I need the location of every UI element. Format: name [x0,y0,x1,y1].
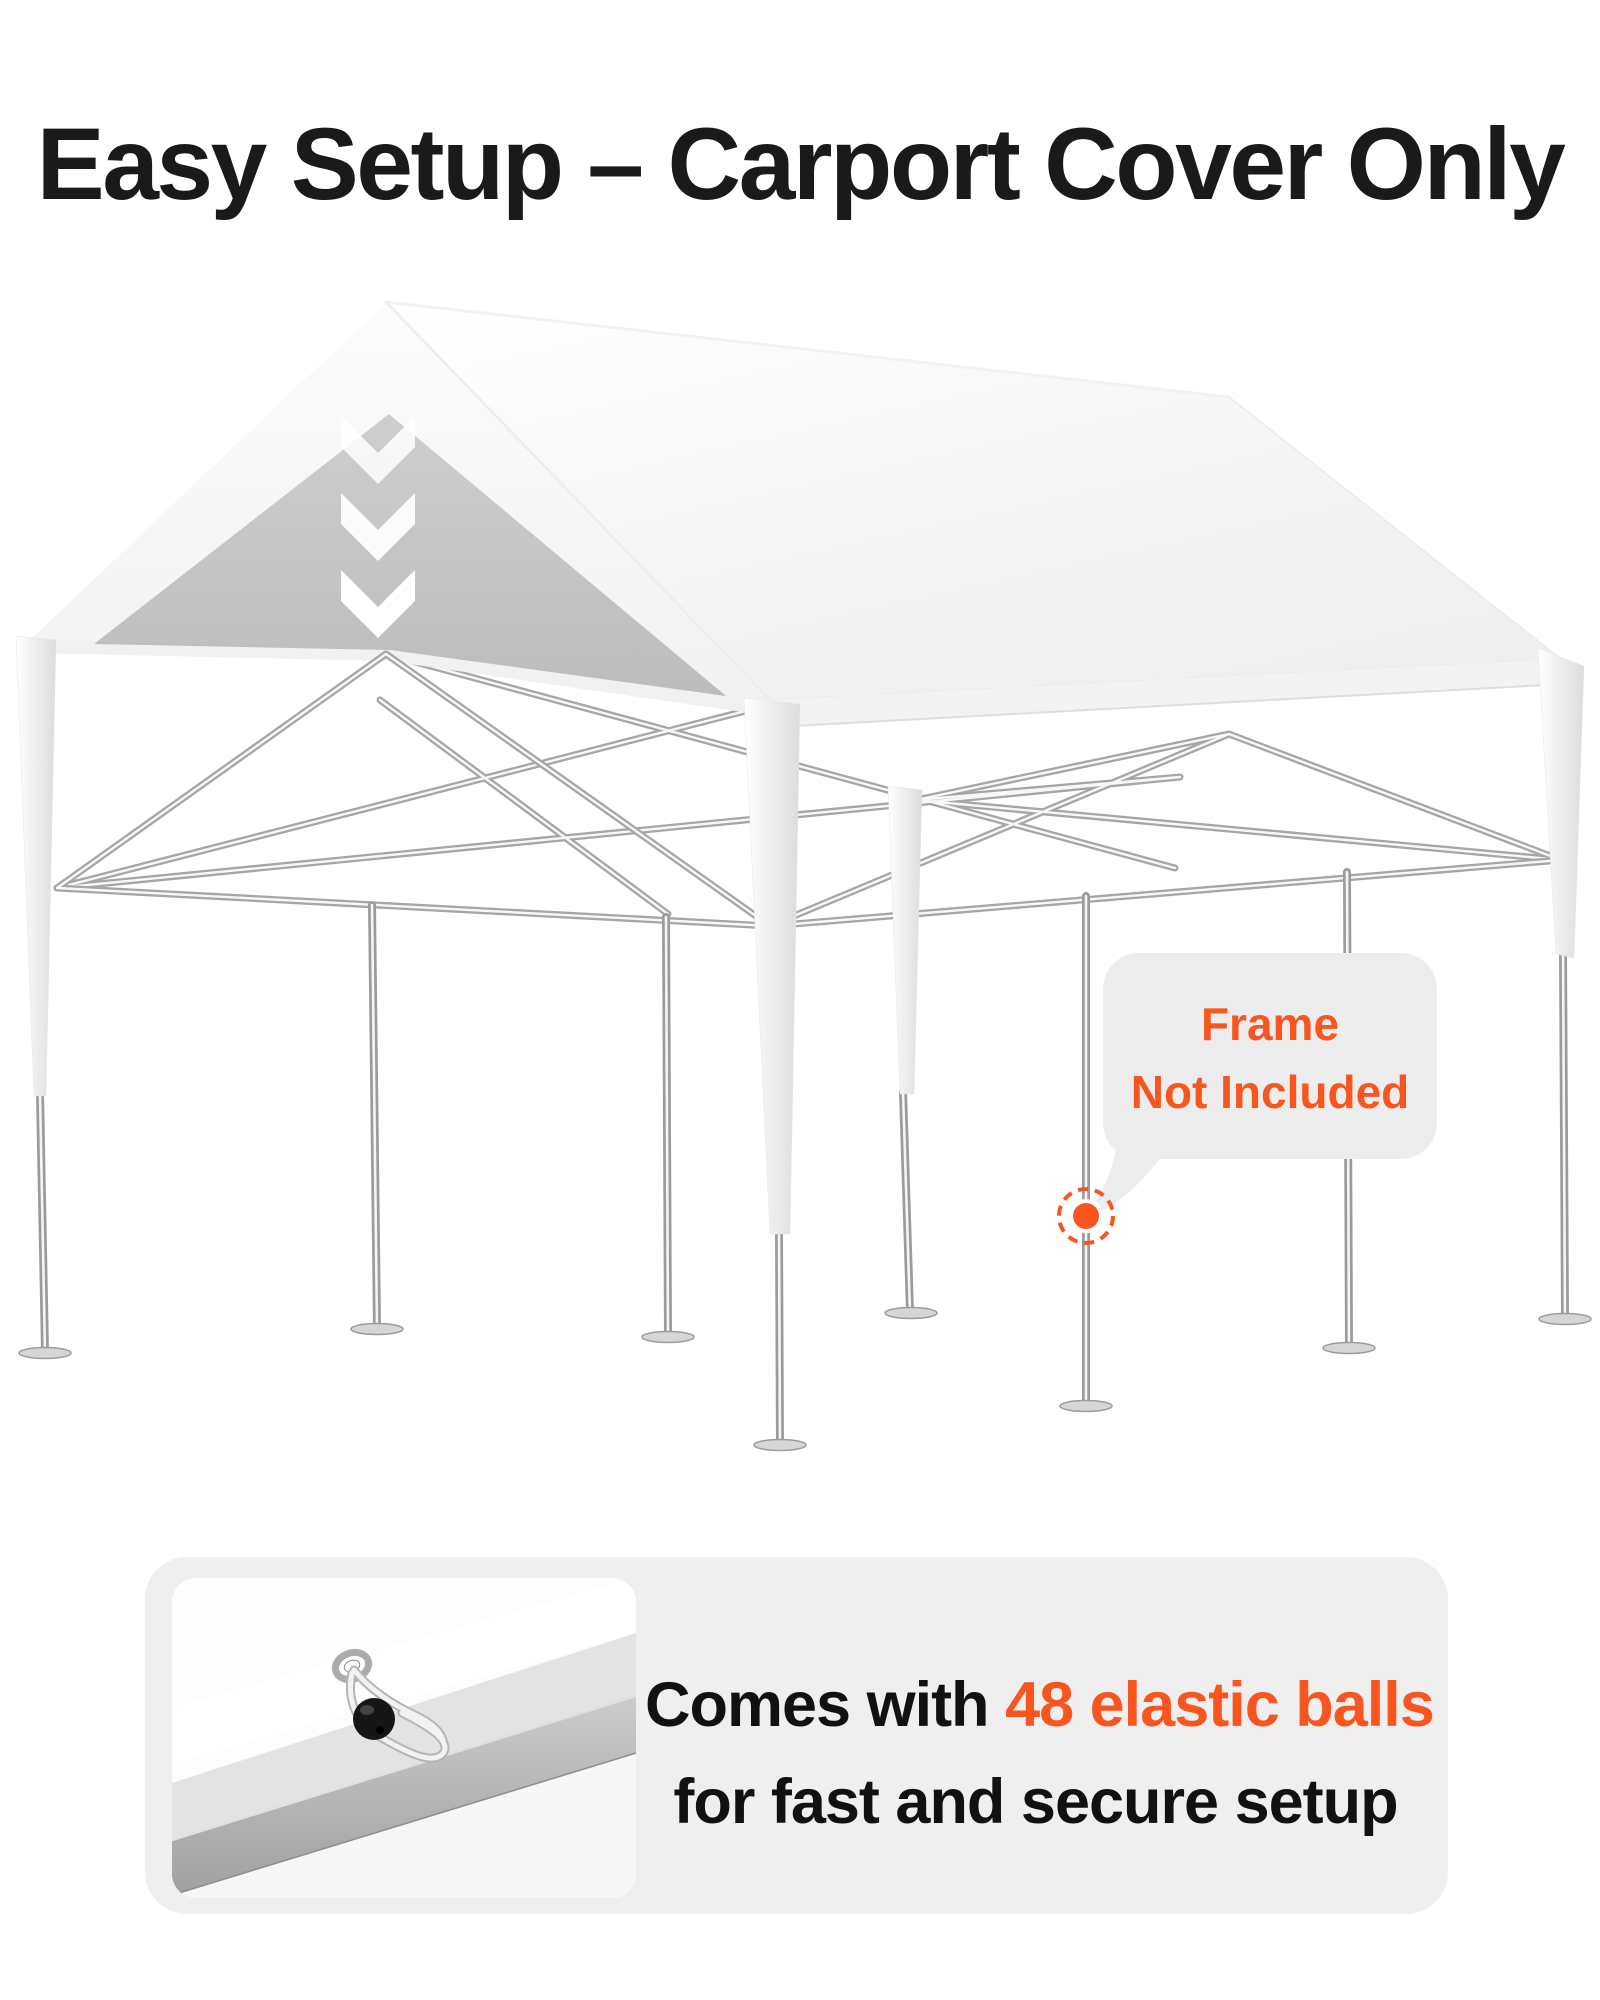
feature-line1-prefix: Comes with [645,1670,1006,1740]
pole-shadow [172,1752,636,1896]
canopy-eave-skirt-front [770,659,1565,728]
fabric-shade-band [172,1633,636,1840]
leg-sleeve [15,635,57,1097]
page-title: Easy Setup – Carport Cover Only [36,107,1566,221]
canopy-underside-shadow [94,414,726,696]
roof-fold-line [385,301,771,701]
frame-not-included-callout: Frame Not Included [1057,953,1437,1245]
chevron-down-icon [341,570,415,638]
feature-line1: Comes with 48 elastic balls [645,1657,1435,1754]
elastic-ball-photo-image [172,1578,636,1898]
elastic-ball-photo [172,1578,636,1898]
leg-base-plates [18,1306,1592,1452]
feature-line1-highlight: 48 elastic balls [1005,1670,1435,1740]
canopy-eave-skirt-gable [30,640,771,716]
fabric-lower [172,1754,636,1898]
feature-text: Comes with 48 elastic balls for fast and… [645,1657,1435,1851]
feature-card: Comes with 48 elastic balls for fast and… [145,1557,1448,1914]
bubble-tail [1087,1150,1166,1216]
frame-pole [172,1696,636,1896]
canopy-leg-sleeves [15,635,1585,1235]
canopy-cover [30,300,1565,728]
chevron-down-icon [341,493,415,561]
eave-shadow-line [773,683,1565,728]
leg-sleeve [743,697,801,1235]
leg-sleeve [1537,647,1585,959]
pole-highlight [172,1694,636,1842]
frame-front [53,650,1565,930]
fabric-highlight-band [172,1578,636,1763]
gable-chevrons [341,416,415,638]
bungee-ball [353,1698,395,1740]
target-marker-icon [1057,1187,1115,1245]
ridge-line [385,300,1230,399]
chevron-down-icon [341,416,415,484]
elastic-cord [346,1665,450,1763]
callout-line2: Not Included [1131,1066,1410,1118]
feature-line2: for fast and secure setup [673,1767,1398,1837]
callout-bubble [1103,953,1437,1159]
callout-line1: Frame [1201,998,1339,1050]
leg-sleeve [887,785,923,1095]
